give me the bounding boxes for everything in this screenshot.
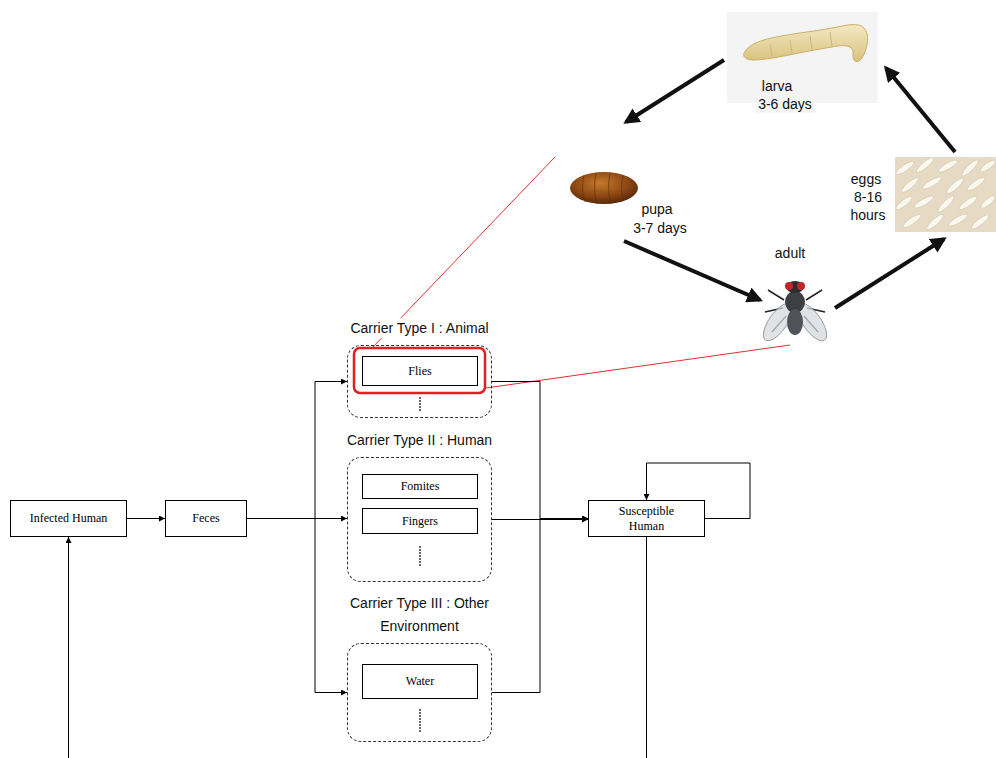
process-box: Fingers xyxy=(362,508,478,534)
highlight-outline xyxy=(354,348,485,393)
box-text: Flies xyxy=(408,364,431,379)
carrier-group: Carrier Type III : Other EnvironmentWate… xyxy=(347,643,492,742)
group-heading: Carrier Type III : Other Environment xyxy=(332,592,508,638)
stage-label: larva xyxy=(760,77,794,95)
cycle-arrow xyxy=(626,60,724,122)
box-text: Fomites xyxy=(401,479,440,494)
box-text: Water xyxy=(406,674,434,689)
carrier-group: Carrier Type I : AnimalFlies xyxy=(347,345,492,418)
flow-arrow xyxy=(492,382,588,519)
picture-ground xyxy=(727,12,878,103)
cycle-arrow xyxy=(886,68,955,152)
cycle-arrow xyxy=(624,241,760,300)
larva-segments xyxy=(770,32,832,56)
flies-callout xyxy=(354,157,790,393)
eggs-picture xyxy=(894,156,996,232)
process-box: Feces xyxy=(165,500,247,537)
process-box: Flies xyxy=(362,356,478,386)
pupa-body xyxy=(570,172,638,204)
process-box: Fomites xyxy=(362,474,478,499)
stage-label: eggs xyxy=(851,170,881,188)
stage-label: 8-16 hours xyxy=(844,188,892,224)
process-box: Water xyxy=(362,664,478,699)
process-box: Susceptible Human xyxy=(588,500,705,537)
flow-arrow xyxy=(127,518,165,519)
stage-label: adult xyxy=(775,244,805,262)
stage-label: 3-6 days xyxy=(756,95,814,113)
pupa-picture xyxy=(570,172,638,204)
group-heading: Carrier Type II : Human xyxy=(344,430,495,450)
process-box: Infected Human xyxy=(10,500,127,537)
adult-fly-picture xyxy=(758,281,832,345)
stage-label: 3-7 days xyxy=(633,219,687,237)
larva-body xyxy=(744,25,868,62)
box-text: Feces xyxy=(192,511,219,526)
box-text: Fingers xyxy=(402,514,438,529)
fly-head xyxy=(786,281,804,293)
fly-eye xyxy=(797,282,805,290)
larva-picture xyxy=(727,12,878,103)
flow-arrow xyxy=(247,382,347,519)
cycle-arrow xyxy=(835,239,944,308)
fly-eye xyxy=(785,282,793,290)
stage-label: pupa xyxy=(641,200,672,218)
box-text: Infected Human xyxy=(30,511,108,526)
life-cycle-arrows xyxy=(624,60,955,308)
flow-arrow xyxy=(69,537,647,758)
group-heading: Carrier Type I : Animal xyxy=(347,318,491,338)
egg-grains xyxy=(894,156,996,232)
fly-abdomen xyxy=(787,309,803,335)
pupa-segments xyxy=(583,173,624,204)
box-text: Susceptible Human xyxy=(611,504,683,534)
carrier-group: Carrier Type II : HumanFomitesFingers xyxy=(347,457,492,582)
